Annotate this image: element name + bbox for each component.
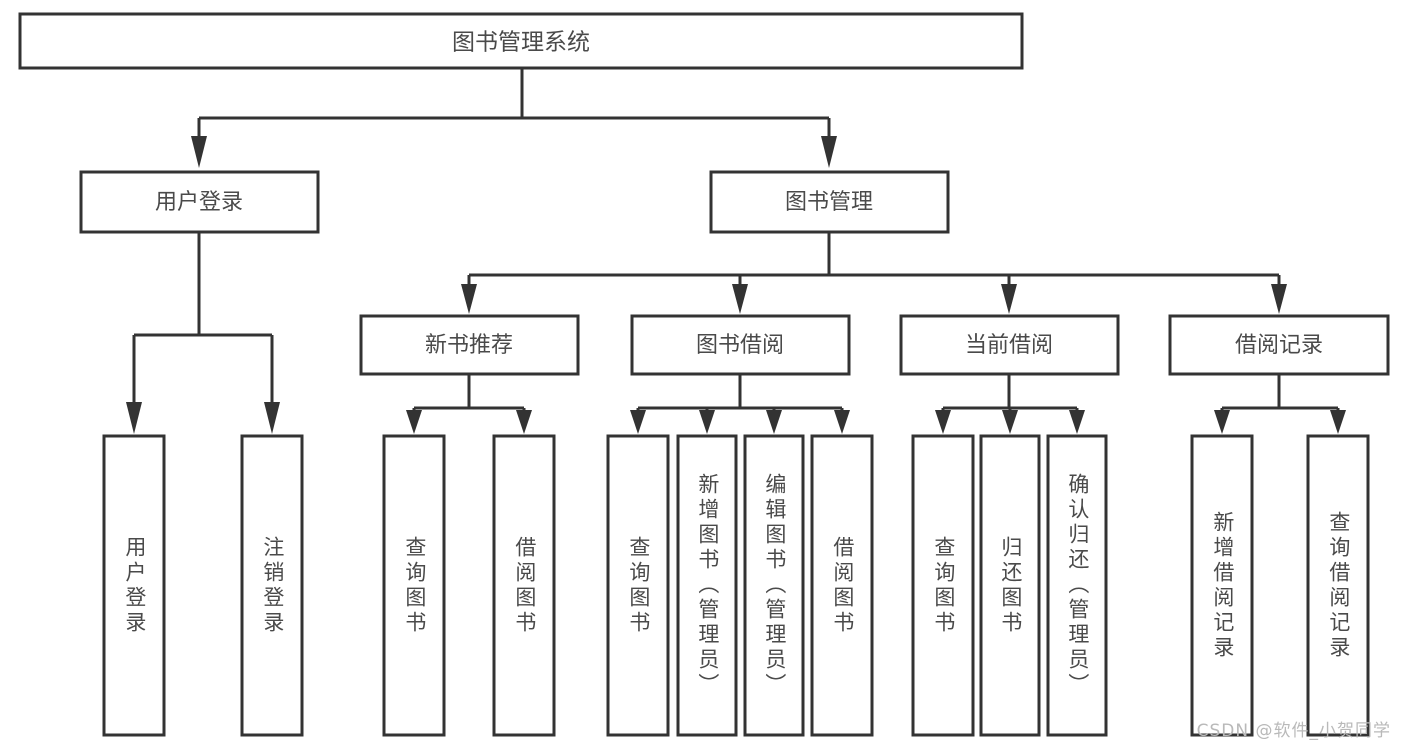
node-label-current-borrow: 当前借阅 xyxy=(965,333,1053,358)
watermark-label: CSDN @软件_小贺同学 xyxy=(1196,721,1391,741)
node-box-leaf-query-book-2[interactable] xyxy=(606,434,670,737)
node-box-leaf-user-login[interactable] xyxy=(102,434,166,737)
arrow-head-leaf-query-book-1 xyxy=(406,410,422,434)
arrow-head-leaf-add-book xyxy=(699,410,715,434)
arrow-head-leaf-query-record xyxy=(1330,410,1346,434)
arrow-head-leaf-query-book-2 xyxy=(630,410,646,434)
node-box-book-borrow[interactable] xyxy=(630,314,851,376)
node-box-leaf-query-book-1[interactable] xyxy=(382,434,446,737)
node-box-root[interactable] xyxy=(18,12,1024,70)
node-label-book-manage: 图书管理 xyxy=(785,190,873,215)
arrow-head-leaf-add-record xyxy=(1214,410,1230,434)
arrow-head-leaf-edit-book xyxy=(766,410,782,434)
arrow-head-borrow-record xyxy=(1271,284,1287,314)
node-label-book-borrow: 图书借阅 xyxy=(696,333,784,358)
connectors-group xyxy=(126,68,1346,434)
arrow-head-leaf-confirm-return xyxy=(1069,410,1085,434)
arrow-head-leaf-borrow-book-2 xyxy=(834,410,850,434)
arrow-head-leaf-logout-login xyxy=(264,402,280,434)
arrow-head-user-login xyxy=(191,136,207,168)
arrow-head-new-book-recommend xyxy=(461,284,477,314)
node-box-borrow-record[interactable] xyxy=(1168,314,1390,376)
node-box-leaf-query-book-3[interactable] xyxy=(911,434,975,737)
arrow-head-book-borrow xyxy=(732,284,748,314)
node-box-user-login[interactable] xyxy=(79,170,320,234)
node-label-user-login: 用户登录 xyxy=(155,190,243,215)
arrow-head-leaf-query-book-3 xyxy=(935,410,951,434)
node-label-root: 图书管理系统 xyxy=(452,30,590,56)
node-box-leaf-add-book[interactable] xyxy=(676,434,738,737)
node-label-borrow-record: 借阅记录 xyxy=(1235,333,1323,358)
arrow-head-leaf-return-book xyxy=(1002,410,1018,434)
arrow-head-current-borrow xyxy=(1001,284,1017,314)
node-label-new-book-recommend: 新书推荐 xyxy=(425,333,513,358)
node-box-book-manage[interactable] xyxy=(709,170,950,234)
node-box-leaf-edit-book[interactable] xyxy=(743,434,805,737)
arrow-head-leaf-user-login xyxy=(126,402,142,434)
node-box-leaf-return-book[interactable] xyxy=(979,434,1041,737)
arrow-head-leaf-borrow-book-1 xyxy=(516,410,532,434)
node-box-new-book-recommend[interactable] xyxy=(359,314,580,376)
nodes-group: 图书管理系统 用户登录 图书管理 新书推荐 图书借阅 当前借阅 借阅记录 xyxy=(18,12,1390,737)
node-box-leaf-borrow-book-2[interactable] xyxy=(810,434,874,737)
arrow-head-book-manage xyxy=(821,136,837,168)
node-box-leaf-add-record[interactable] xyxy=(1190,434,1254,737)
node-box-leaf-logout-login[interactable] xyxy=(240,434,304,737)
node-box-leaf-borrow-book-1[interactable] xyxy=(492,434,556,737)
node-box-leaf-query-record[interactable] xyxy=(1306,434,1370,737)
node-box-current-borrow[interactable] xyxy=(899,314,1120,376)
node-box-leaf-confirm-return[interactable] xyxy=(1046,434,1108,737)
